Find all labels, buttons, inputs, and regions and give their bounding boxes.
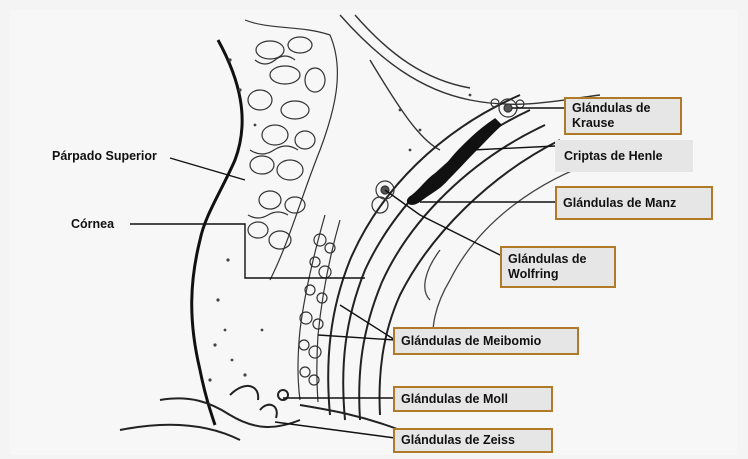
- label-glandulas-wolfring: Glándulas de Wolfring: [500, 246, 616, 288]
- diagram-panel: [10, 10, 738, 455]
- label-cornea: Córnea: [71, 217, 114, 231]
- label-glandulas-meibomio: Glándulas de Meibomio: [393, 327, 579, 355]
- label-criptas-henle: Criptas de Henle: [555, 140, 693, 172]
- label-glandulas-manz: Glándulas de Manz: [555, 186, 713, 220]
- label-glandulas-moll: Glándulas de Moll: [393, 386, 553, 412]
- label-parpado-superior: Párpado Superior: [52, 149, 157, 163]
- label-glandulas-zeiss: Glándulas de Zeiss: [393, 428, 553, 453]
- label-glandulas-krause: Glándulas de Krause: [564, 97, 682, 135]
